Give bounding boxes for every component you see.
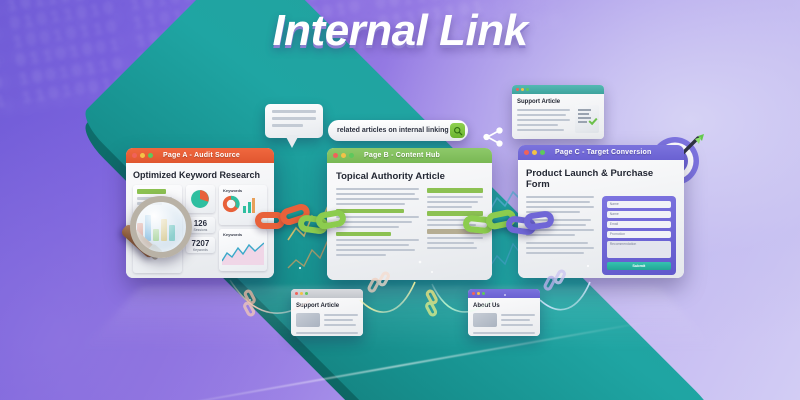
submit-button[interactable]: Submit	[606, 262, 671, 270]
search-icon	[453, 126, 462, 135]
minimize-dot-icon[interactable]	[140, 153, 145, 158]
minimize-dot-icon[interactable]	[532, 150, 537, 155]
page-b-window[interactable]: Page B - Content Hub Topical Authority A…	[327, 148, 492, 280]
area-chart-icon	[221, 242, 265, 265]
maximize-dot-icon[interactable]	[349, 153, 354, 158]
platform-gloss	[82, 286, 718, 351]
maximize-dot-icon[interactable]	[540, 150, 545, 155]
close-dot-icon[interactable]	[524, 150, 529, 155]
window-title: Page C - Target Conversion	[555, 149, 652, 156]
window-titlebar	[291, 289, 363, 298]
magnifying-glass-icon	[108, 196, 200, 292]
form-field-recommendation[interactable]: Recommendation	[606, 241, 671, 258]
stat-label: Keywords	[192, 248, 208, 252]
stat-card-keywords: 7207 Keywords	[185, 237, 215, 253]
close-dot-icon[interactable]	[333, 153, 338, 158]
chat-bubble-tail	[285, 135, 299, 148]
donut-chart-icon	[222, 195, 240, 213]
window-heading: Support Article	[517, 99, 561, 105]
close-dot-icon[interactable]	[295, 292, 298, 295]
card-label: Keywords	[223, 188, 243, 193]
form-field-email[interactable]: Email	[606, 221, 671, 228]
minimize-dot-icon[interactable]	[521, 88, 524, 91]
form-field-name[interactable]: Name	[606, 201, 671, 208]
form-field-name-2[interactable]: Name	[606, 211, 671, 218]
window-title: Page A - Audit Source	[163, 152, 240, 159]
pie-chart-card	[185, 185, 215, 213]
decorative-chart-left	[287, 205, 329, 269]
keywords-trend-card: Keywords	[219, 229, 267, 271]
search-button[interactable]	[450, 123, 465, 138]
window-body: Support Article	[291, 298, 363, 336]
page-c-window[interactable]: Page C - Target Conversion Product Launc…	[518, 145, 684, 278]
close-dot-icon[interactable]	[132, 153, 137, 158]
link-ring	[255, 212, 285, 229]
article-main-column	[336, 188, 419, 259]
search-bar[interactable]: related articles on internal linking	[328, 120, 468, 141]
window-titlebar	[512, 85, 604, 94]
stat-value: 126	[193, 219, 208, 228]
chat-bubble-icon	[265, 104, 323, 148]
purchase-form[interactable]: Name Name Email Promotion Recommendation…	[601, 196, 676, 275]
support-article-window-bottom[interactable]: Support Article	[291, 289, 363, 336]
minimize-dot-icon[interactable]	[477, 292, 480, 295]
chat-bubble-body	[265, 104, 323, 138]
window-body: About Us	[468, 298, 540, 336]
form-field-promotion[interactable]: Promotion	[606, 231, 671, 238]
magnifier-lens	[130, 196, 192, 258]
about-us-window[interactable]: About Us	[468, 289, 540, 336]
stat-value: 7207	[191, 239, 210, 248]
share-icon[interactable]	[480, 124, 506, 150]
page-c-text-column	[526, 196, 594, 275]
support-article-window-top[interactable]: Support Article	[512, 85, 604, 139]
window-titlebar: Page A - Audit Source	[126, 148, 274, 163]
window-heading: About Us	[473, 303, 500, 309]
article-thumbnail	[296, 313, 320, 327]
page-c-heading: Product Launch & Purchase Form	[526, 168, 654, 190]
page-title: Internal Link	[272, 6, 528, 55]
pie-chart-icon	[191, 190, 210, 208]
card-label: Keywords	[223, 232, 243, 237]
stat-label: Sessions	[193, 228, 208, 232]
maximize-dot-icon[interactable]	[526, 88, 529, 91]
maximize-dot-icon[interactable]	[148, 153, 153, 158]
window-body: Product Launch & Purchase Form Name Name…	[518, 160, 684, 278]
article-thumbnail	[473, 313, 497, 327]
window-titlebar: Page C - Target Conversion	[518, 145, 684, 160]
page-a-heading: Optimized Keyword Research	[133, 170, 261, 180]
minimize-dot-icon[interactable]	[300, 292, 303, 295]
checklist-thumbnail	[575, 105, 599, 133]
stat-card-sessions: 126 Sessions	[185, 217, 215, 233]
window-heading: Support Article	[296, 303, 340, 309]
window-titlebar	[468, 289, 540, 298]
window-body: Topical Authority Article	[327, 163, 492, 280]
window-title: Page B - Content Hub	[364, 152, 440, 159]
window-body: Support Article	[512, 94, 604, 139]
article-side-column	[426, 188, 483, 259]
close-dot-icon[interactable]	[472, 292, 475, 295]
maximize-dot-icon[interactable]	[305, 292, 308, 295]
window-titlebar: Page B - Content Hub	[327, 148, 492, 163]
close-dot-icon[interactable]	[516, 88, 519, 91]
page-b-heading: Topical Authority Article	[336, 171, 445, 182]
maximize-dot-icon[interactable]	[482, 292, 485, 295]
search-input[interactable]: related articles on internal linking	[337, 127, 449, 134]
minimize-dot-icon[interactable]	[341, 153, 346, 158]
share-glyph-icon	[483, 127, 503, 147]
